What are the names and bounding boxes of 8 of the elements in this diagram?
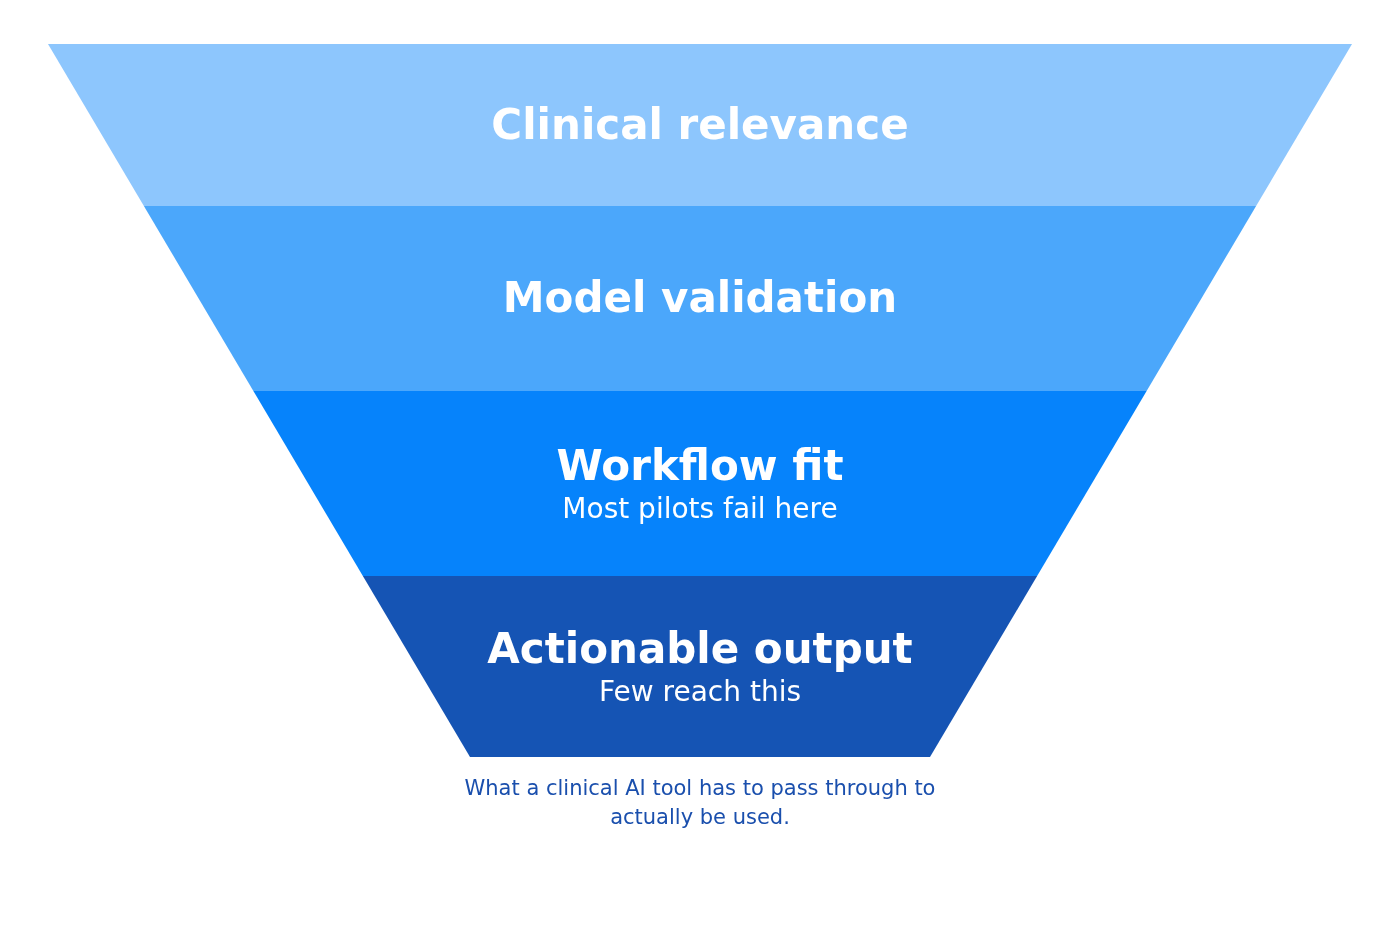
stage-note: Few reach this — [599, 674, 801, 709]
caption: What a clinical AI tool has to pass through to actually be used. — [463, 775, 937, 831]
stage-title: Workflow fit — [556, 441, 844, 490]
funnel-band — [48, 44, 1352, 206]
stage-title: Model validation — [502, 274, 898, 323]
stage-note: Most pilots fail here — [562, 491, 838, 526]
stage-title: Actionable output — [487, 624, 913, 673]
stage-title: Clinical relevance — [491, 100, 909, 150]
